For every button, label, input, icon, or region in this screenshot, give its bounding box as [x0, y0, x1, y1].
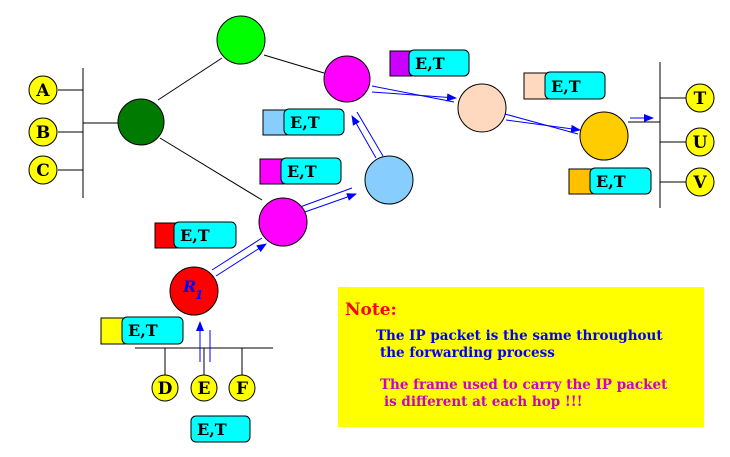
links [58, 54, 686, 375]
forwarding-path [196, 85, 654, 362]
host-d: D [158, 379, 173, 399]
packet-label: E,T [415, 54, 445, 73]
router-dark-green [117, 98, 165, 146]
packet-label: E,T [180, 226, 210, 245]
note-line-1: The IP packet is the same throughout [376, 328, 663, 344]
frame-yellow: E,T [100, 316, 184, 345]
frame-purple: E,T [389, 49, 470, 77]
router-magenta-top [323, 55, 371, 103]
packet-label: E,T [128, 321, 158, 340]
router-light-blue [364, 155, 414, 205]
frame-light-blue: E,T [262, 108, 345, 136]
hosts [28, 75, 715, 402]
packet-label: E,T [551, 77, 581, 96]
host-c: C [36, 161, 50, 181]
router-magenta-bottom [258, 197, 308, 247]
ip-packet-source: E,T [190, 415, 251, 443]
note-title: Note: [345, 300, 397, 320]
host-a: A [35, 81, 50, 101]
router-r1-label: R [182, 277, 196, 296]
frame-magenta: E,T [259, 157, 342, 185]
packet-label: E,T [290, 113, 320, 132]
router-green [216, 15, 266, 65]
host-b: B [36, 123, 50, 143]
packet-label: E,T [596, 172, 626, 191]
note-box: Note: The IP packet is the same througho… [338, 287, 704, 427]
frame-orange: E,T [568, 167, 652, 195]
host-e: E [198, 379, 211, 399]
packet-label: E,T [197, 420, 227, 439]
note-line-3: The frame used to carry the IP packet [380, 377, 668, 393]
router-orange [579, 111, 629, 161]
frame-peach: E,T [523, 71, 606, 100]
note-line-4: is different at each hop !!! [384, 394, 583, 410]
host-t: T [694, 89, 707, 109]
router-r1 [169, 266, 219, 316]
router-peach [457, 83, 507, 133]
routers [117, 15, 629, 316]
host-v: V [692, 173, 707, 193]
host-f: F [236, 379, 248, 399]
router-r1-subscript: 1 [195, 288, 203, 302]
packet-label: E,T [287, 162, 317, 181]
host-u: U [693, 133, 708, 153]
frame-red: E,T [154, 221, 237, 249]
note-line-2: the forwarding process [380, 345, 555, 361]
